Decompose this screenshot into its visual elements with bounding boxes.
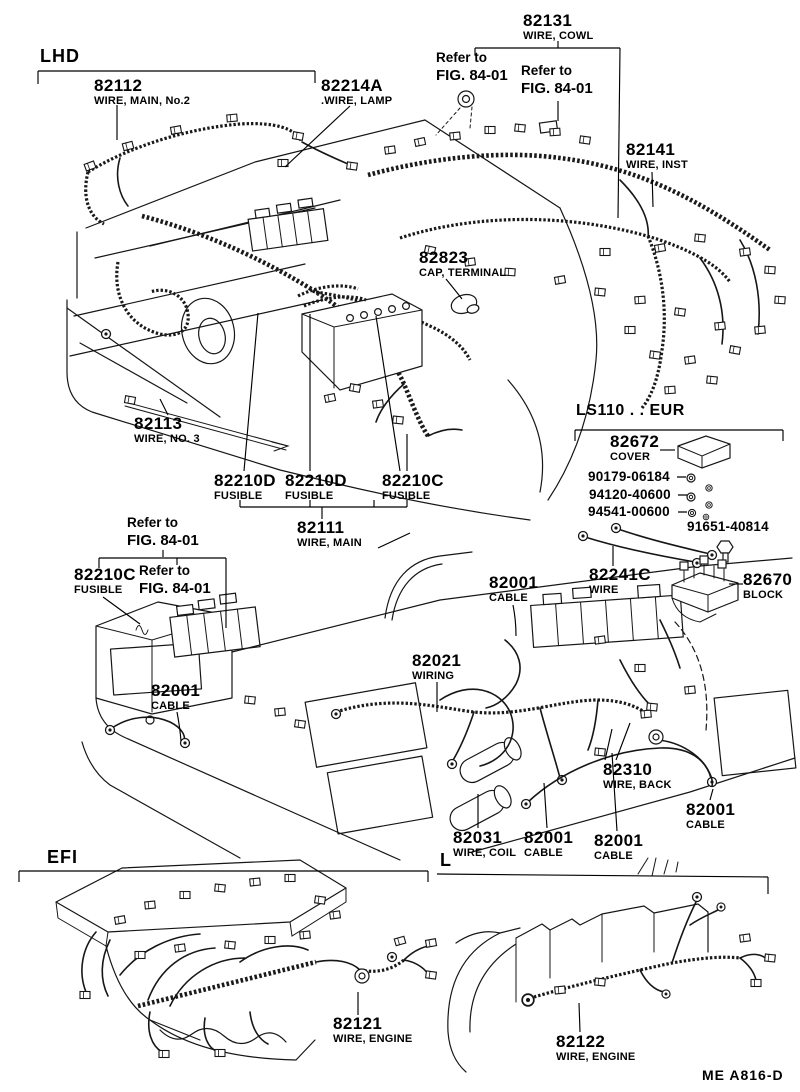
- hardware-number-94120-40600: 94120-40600: [589, 487, 671, 502]
- callout-lines: [18, 41, 784, 1033]
- section-label-ls110-eur: LS110 . . EUR: [576, 402, 685, 419]
- hardware-number-90179-06184: 90179-06184: [588, 469, 670, 484]
- figure-lhd-front-art: [66, 90, 786, 521]
- section-label-efi: EFI: [47, 847, 79, 867]
- section-label-l: L: [440, 850, 452, 870]
- hardware-number-94541-00600: 94541-00600: [588, 504, 670, 519]
- figure-l-engine-art: [447, 891, 776, 1073]
- figure-code: ME A816-D: [702, 1067, 784, 1083]
- figure-efi-engine-art: [55, 859, 438, 1061]
- part-label-82214a: 82214A.WIRE, LAMP: [321, 76, 393, 107]
- hardware-number-91651-40814: 91651-40814: [687, 519, 769, 534]
- section-label-lhd: LHD: [40, 46, 80, 66]
- figure-floor-art: [81, 551, 797, 877]
- ls110-parts-art: [577, 435, 739, 623]
